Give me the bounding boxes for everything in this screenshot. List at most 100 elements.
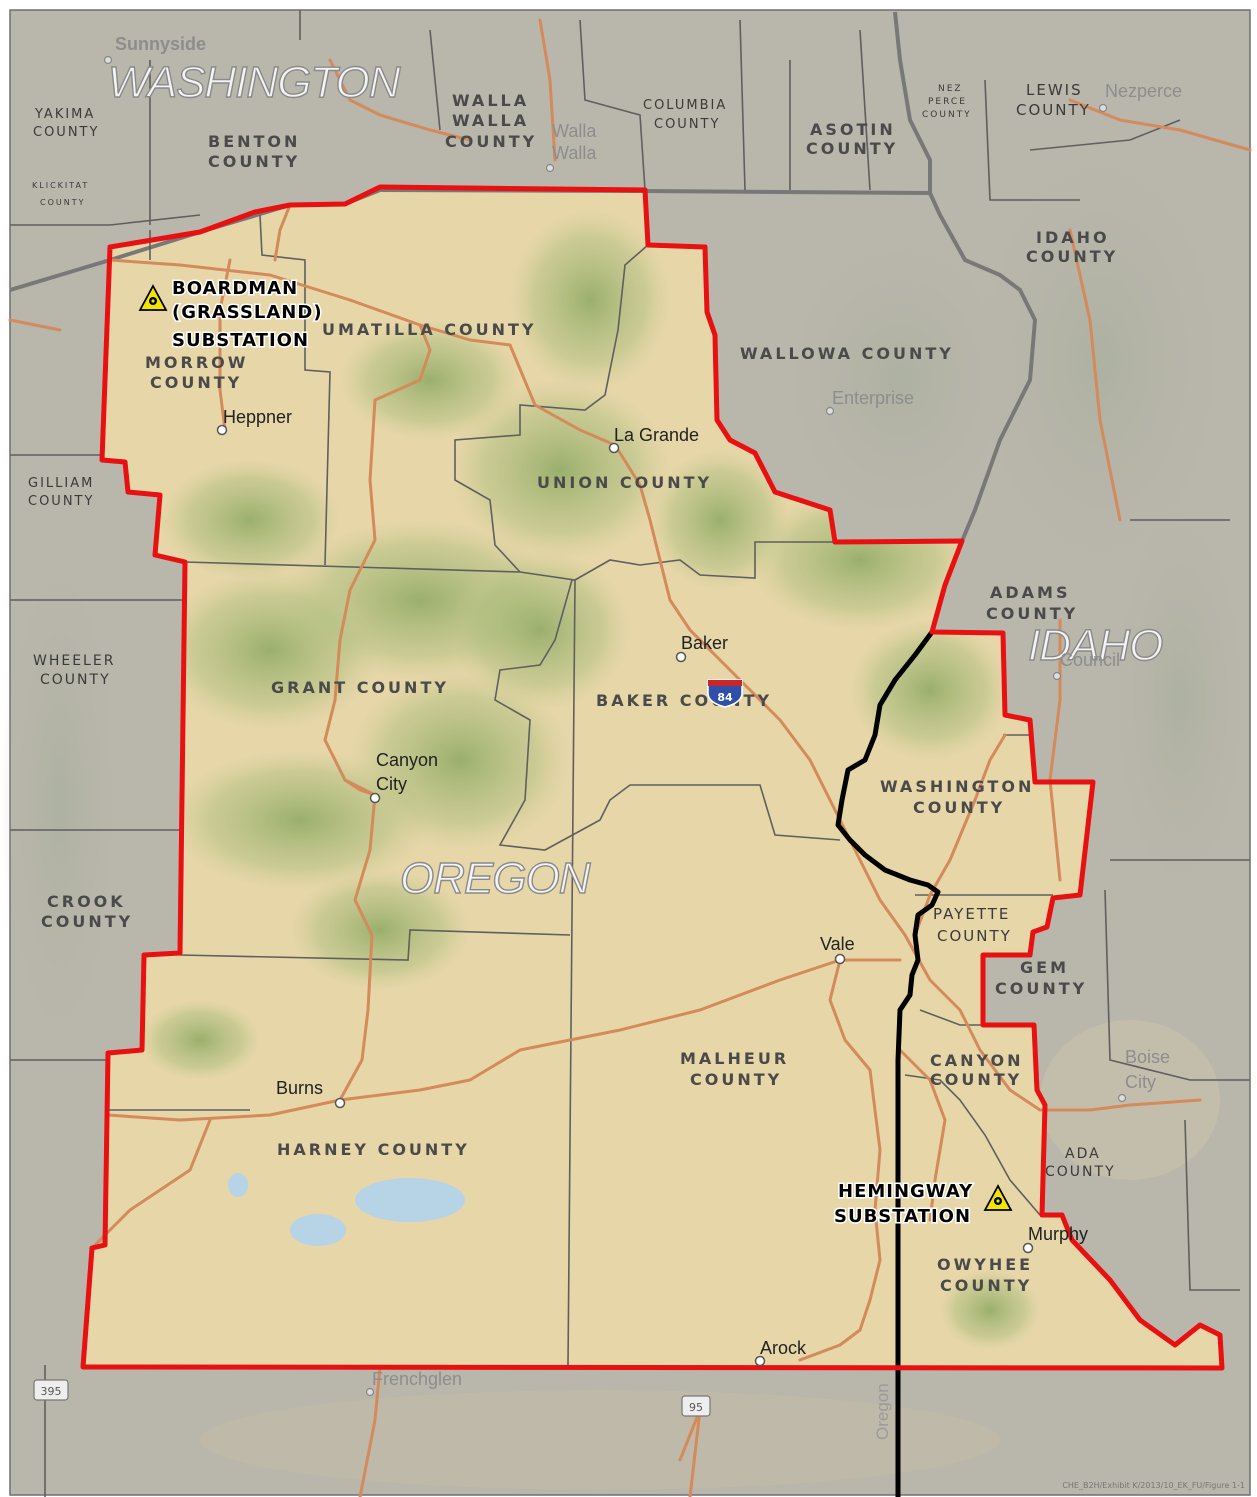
- county-label-lewis: LEWIS: [1026, 81, 1083, 99]
- road-label-oregon: Oregon: [873, 1383, 892, 1440]
- city-dot-nezperce: [1098, 103, 1108, 113]
- city-dot-murphy: [1022, 1242, 1034, 1254]
- interstate-84: [108, 258, 1042, 1112]
- city-label-arock: Arock: [760, 1338, 807, 1358]
- city-label-enterprise: Enterprise: [832, 388, 914, 408]
- substation-label-boardman-3: SUBSTATION: [172, 330, 309, 351]
- county-label-nez-perce-2: PERCE: [928, 97, 967, 107]
- city-dot-frenchglen: [365, 1387, 375, 1397]
- city-dot-heppner: [216, 424, 228, 436]
- county-label-ada: ADA: [1065, 1146, 1101, 1162]
- county-label-columbia: COLUMBIA: [643, 98, 727, 113]
- city-label-frenchglen: Frenchglen: [372, 1369, 462, 1389]
- county-label-union: UNION COUNTY: [537, 473, 712, 492]
- county-label-washington-2: COUNTY: [913, 798, 1005, 817]
- county-label-gem: GEM: [1020, 958, 1069, 977]
- city-dot-sunnyside: [103, 55, 113, 65]
- city-dot-vale: [834, 953, 846, 965]
- county-label-wheeler: WHEELER: [33, 653, 115, 669]
- state-label-washington: WASHINGTON: [108, 58, 401, 107]
- county-label-walla-walla-2: WALLA: [452, 111, 529, 130]
- county-label-adams: ADAMS: [990, 583, 1071, 602]
- lake-harney: [290, 1214, 346, 1246]
- county-label-ada-2: COUNTY: [1045, 1164, 1116, 1180]
- county-label-morrow-2: COUNTY: [150, 373, 242, 392]
- city-label-boise: Boise: [1125, 1047, 1170, 1067]
- map-credit: CHE_B2H/Exhibit K/2013/10_EK_FU/Figure 1…: [1062, 1481, 1245, 1490]
- outside-county-labels: YAKIMA COUNTY BENTON COUNTY WALLA WALLA …: [28, 81, 1118, 931]
- interstate-84-label: 84: [717, 691, 733, 704]
- substation-hemingway: HEMINGWAY SUBSTATION: [833, 1180, 1013, 1229]
- county-label-gilliam-2: COUNTY: [28, 494, 94, 509]
- county-label-nez-perce: NEZ: [938, 84, 963, 94]
- lake-small: [228, 1173, 248, 1197]
- county-label-asotin-2: COUNTY: [806, 139, 898, 158]
- county-label-malheur-2: COUNTY: [690, 1070, 782, 1089]
- outside-terrain: [0, 140, 1250, 1490]
- county-label-grant: GRANT COUNTY: [271, 678, 449, 697]
- us-20: [106, 958, 902, 1122]
- us-95-shield: 95: [681, 1395, 711, 1417]
- lake-malheur: [355, 1178, 465, 1222]
- county-label-owyhee: OWYHEE: [937, 1255, 1033, 1274]
- county-label-idaho-2: COUNTY: [1026, 247, 1118, 266]
- project-forest-shading: [140, 210, 1040, 1350]
- us-95-label: 95: [689, 1401, 703, 1414]
- substation-label-boardman-2: (GRASSLAND): [172, 302, 323, 323]
- highway-shields: 84 395 95 Oregon: [33, 679, 892, 1440]
- county-labels: MORROW COUNTY UMATILLA COUNTY WALLOWA CO…: [145, 320, 1116, 1295]
- county-label-walla-walla: WALLA: [452, 91, 529, 110]
- county-label-benton: BENTON: [208, 132, 300, 151]
- city-dot-arock: [754, 1355, 766, 1367]
- city-label-murphy: Murphy: [1028, 1224, 1088, 1244]
- city-label-heppner: Heppner: [223, 407, 292, 427]
- city-label-la-grande: La Grande: [614, 425, 699, 445]
- county-label-crook-2: COUNTY: [41, 912, 133, 931]
- county-label-payette-2: COUNTY: [937, 927, 1012, 945]
- county-label-yakima-2: COUNTY: [33, 125, 99, 140]
- county-label-washington: WASHINGTON: [880, 777, 1034, 796]
- city-label-walla-walla: Walla: [552, 121, 597, 141]
- city-dot-walla-walla: [545, 163, 555, 173]
- county-label-lewis-2: COUNTY: [1016, 101, 1091, 119]
- county-label-nez-perce-3: COUNTY: [922, 110, 972, 120]
- state-line-wa-id: [893, 11, 932, 193]
- county-label-benton-2: COUNTY: [208, 152, 300, 171]
- substation-label-hemingway-2: SUBSTATION: [834, 1206, 971, 1227]
- substation-boardman: BOARDMAN (GRASSLAND) SUBSTATION: [138, 277, 323, 353]
- county-label-owyhee-2: COUNTY: [940, 1276, 1032, 1295]
- county-label-morrow: MORROW: [145, 353, 248, 372]
- city-markers: Heppner La Grande Baker Canyon City Vale…: [216, 407, 1088, 1367]
- city-label-vale: Vale: [820, 934, 855, 954]
- city-dot-baker: [675, 651, 687, 663]
- city-label-canyon: Canyon: [376, 750, 438, 770]
- county-label-crook: CROOK: [47, 892, 126, 911]
- city-dot-burns: [334, 1097, 346, 1109]
- city-label-baker: Baker: [681, 633, 728, 653]
- county-label-wheeler-2: COUNTY: [40, 672, 111, 688]
- county-label-idaho: IDAHO: [1036, 228, 1110, 247]
- roads: [8, 18, 1252, 1497]
- county-label-yakima: YAKIMA: [34, 107, 95, 122]
- county-label-gilliam: GILLIAM: [28, 476, 94, 491]
- city-label-nezperce: Nezperce: [1105, 81, 1182, 101]
- county-label-payette: PAYETTE: [933, 905, 1010, 923]
- county-label-columbia-2: COUNTY: [654, 117, 720, 132]
- county-label-canyon-2: COUNTY: [930, 1070, 1022, 1089]
- state-labels: WASHINGTON OREGON IDAHO: [107, 57, 1164, 903]
- county-label-klickitat: KLICKITAT: [32, 181, 89, 190]
- county-label-gem-2: COUNTY: [995, 979, 1087, 998]
- interstate-84-shield: 84: [707, 679, 743, 708]
- city-label-burns: Burns: [276, 1078, 323, 1098]
- city-dot-boise: [1117, 1093, 1127, 1103]
- city-label-walla-walla-2: Walla: [552, 143, 597, 163]
- county-label-klickitat-2: COUNTY: [40, 198, 86, 207]
- city-dot-council: [1052, 671, 1062, 681]
- city-label-sunnyside: Sunnyside: [115, 34, 206, 54]
- county-label-wallowa: WALLOWA COUNTY: [740, 344, 954, 363]
- city-label-boise-2: City: [1125, 1072, 1156, 1092]
- state-label-idaho: IDAHO: [1028, 621, 1162, 670]
- project-area: [83, 187, 1222, 1368]
- county-label-canyon: CANYON: [930, 1051, 1024, 1070]
